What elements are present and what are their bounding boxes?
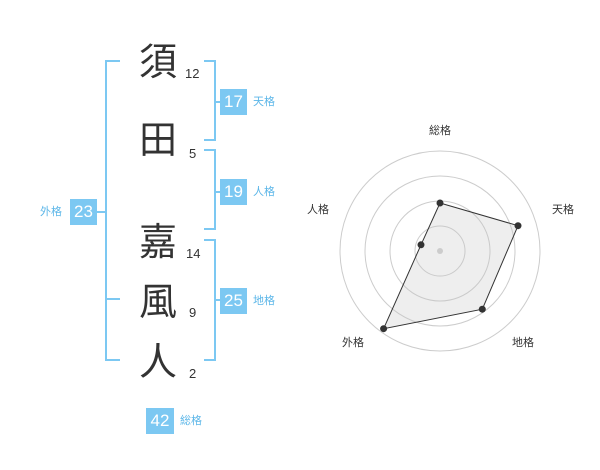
gaikaku-bracket — [105, 60, 120, 361]
gaikaku-value: 23 — [70, 199, 97, 225]
radar-polygon — [382, 202, 519, 330]
tenkaku-label: 天格 — [253, 95, 275, 108]
radar-point-4 — [417, 241, 425, 249]
radar-point-3 — [380, 325, 388, 333]
stroke-count-2: 5 — [189, 146, 197, 161]
radar-ring — [364, 175, 516, 327]
radar-label-soukaku: 総格 — [429, 123, 451, 137]
jinkaku-label: 人格 — [253, 185, 275, 198]
tenkaku-bracket — [204, 60, 216, 141]
name-char-3: 嘉 — [138, 220, 177, 264]
soukaku-label: 総格 — [180, 414, 202, 427]
radar-point-0 — [436, 199, 444, 207]
radar-label-chikaku: 地格 — [512, 335, 534, 349]
radar-label-jinkaku: 人格 — [307, 202, 329, 216]
soukaku-value: 42 — [146, 408, 174, 434]
radar-chart: 総格 天格 地格 外格 人格 — [307, 123, 574, 352]
chikaku-label: 地格 — [253, 294, 275, 307]
jinkaku-value: 19 — [220, 179, 247, 205]
gaikaku-label: 外格 — [40, 205, 62, 218]
tenkaku-value: 17 — [220, 89, 247, 115]
name-char-4: 風 — [138, 280, 177, 324]
stroke-count-4: 9 — [189, 305, 197, 320]
radar-center — [437, 248, 443, 254]
chikaku-bracket — [204, 239, 216, 361]
radar-ring — [339, 150, 541, 352]
radar-ring — [414, 225, 466, 277]
name-char-2: 田 — [138, 118, 177, 162]
stroke-count-5: 2 — [189, 366, 197, 381]
name-char-1: 須 — [138, 40, 177, 84]
stroke-count-3: 14 — [186, 246, 201, 261]
radar-point-1 — [514, 222, 522, 230]
name-char-5: 人 — [138, 340, 177, 384]
radar-label-gaikaku: 外格 — [342, 335, 364, 349]
stroke-count-1: 12 — [185, 66, 200, 81]
chikaku-value: 25 — [220, 288, 247, 314]
radar-label-tenkaku: 天格 — [552, 202, 574, 216]
jinkaku-bracket — [204, 149, 216, 230]
radar-point-2 — [478, 305, 486, 313]
